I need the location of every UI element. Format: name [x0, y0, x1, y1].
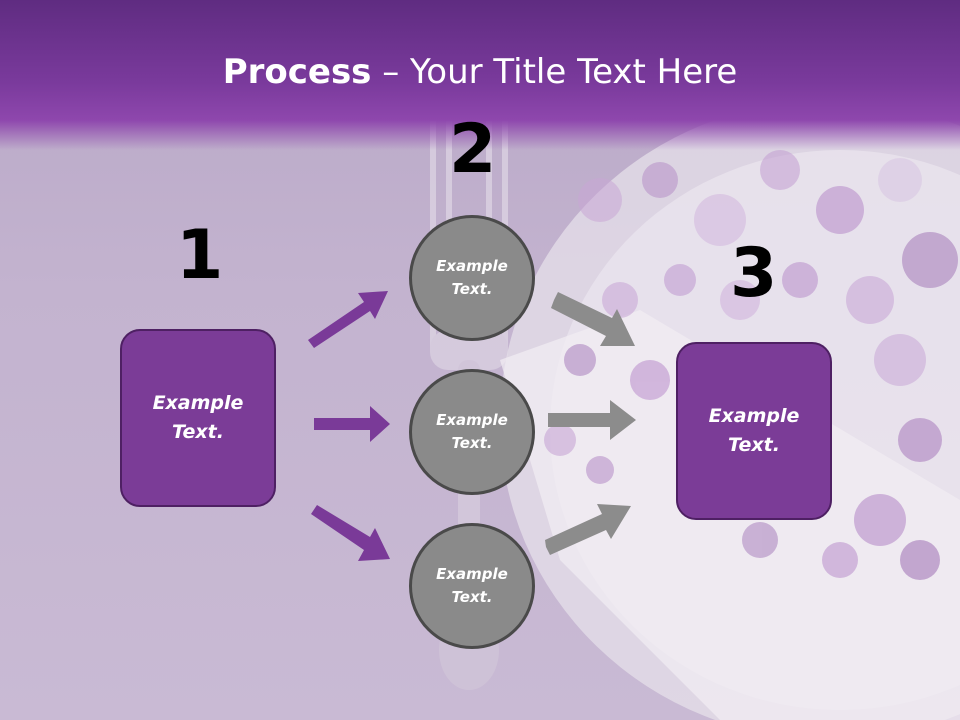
title-bold: Process — [222, 52, 372, 92]
step-2-circle-bottom[interactable]: Example Text. — [409, 523, 535, 649]
step-3-box-text: Example Text. — [708, 405, 800, 456]
step-number-3: 3 — [730, 234, 778, 313]
arrow-1-to-top — [308, 291, 388, 348]
circle-middle-text: Example Text. — [436, 411, 508, 452]
step-2-circle-middle[interactable]: Example Text. — [409, 369, 535, 495]
arrow-bottom-to-3 — [545, 504, 631, 555]
step-2-circle-top[interactable]: Example Text. — [409, 215, 535, 341]
step-3-box[interactable]: Example Text. — [676, 342, 832, 520]
arrow-1-to-middle — [314, 406, 390, 442]
arrow-top-to-3 — [551, 292, 635, 346]
step-1-box[interactable]: Example Text. — [120, 329, 276, 507]
step-1-box-text: Example Text. — [152, 392, 244, 443]
arrow-1-to-bottom — [311, 505, 390, 561]
circle-bottom-text: Example Text. — [436, 565, 508, 606]
arrow-middle-to-3 — [548, 400, 636, 440]
flowers-illustration — [544, 150, 958, 580]
circle-top-text: Example Text. — [436, 257, 508, 298]
slide-title: Process – Your Title Text Here — [0, 52, 960, 92]
title-bar — [0, 0, 960, 150]
step-number-1: 1 — [176, 216, 224, 295]
title-rest: – Your Title Text Here — [371, 52, 738, 92]
step-number-2: 2 — [449, 110, 497, 189]
